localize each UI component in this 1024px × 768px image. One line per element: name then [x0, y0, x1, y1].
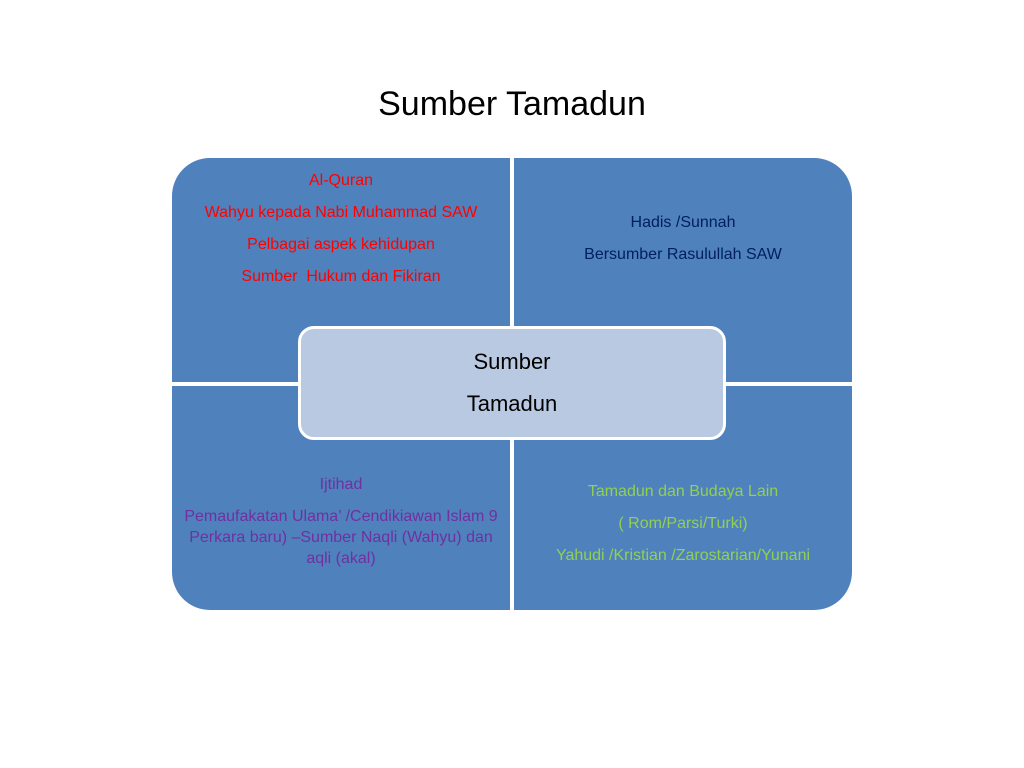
- quadrant-text: Sumber Hukum dan Fikiran: [241, 268, 441, 285]
- quadrant-heading: Ijtihad: [319, 476, 363, 493]
- quadrant-top-left: Al-Quran Wahyu kepada Nabi Muhammad SAW …: [172, 158, 510, 382]
- quadrant-text: Pemaufakatan Ulama’ /Cendikiawan Islam 9…: [184, 508, 498, 567]
- quadrant-text: Wahyu kepada Nabi Muhammad SAW: [204, 204, 478, 221]
- quadrant-text: ( Rom/Parsi/Turki): [618, 515, 748, 532]
- quadrant-text: Pelbagai aspek kehidupan: [247, 236, 435, 253]
- quadrant-heading: Tamadun dan Budaya Lain: [587, 483, 779, 500]
- center-label-line2: Tamadun: [466, 391, 558, 416]
- quadrant-text: Bersumber Rasulullah SAW: [584, 246, 782, 263]
- quadrant-heading: Hadis /Sunnah: [630, 214, 736, 231]
- center-label-line1: Sumber: [473, 349, 551, 374]
- quadrant-heading: Al-Quran: [308, 172, 374, 189]
- slide-title: Sumber Tamadun: [378, 85, 646, 123]
- center-label-box: Sumber Tamadun: [298, 326, 726, 440]
- quadrant-text: Yahudi /Kristian /Zarostarian/Yunani: [555, 547, 811, 564]
